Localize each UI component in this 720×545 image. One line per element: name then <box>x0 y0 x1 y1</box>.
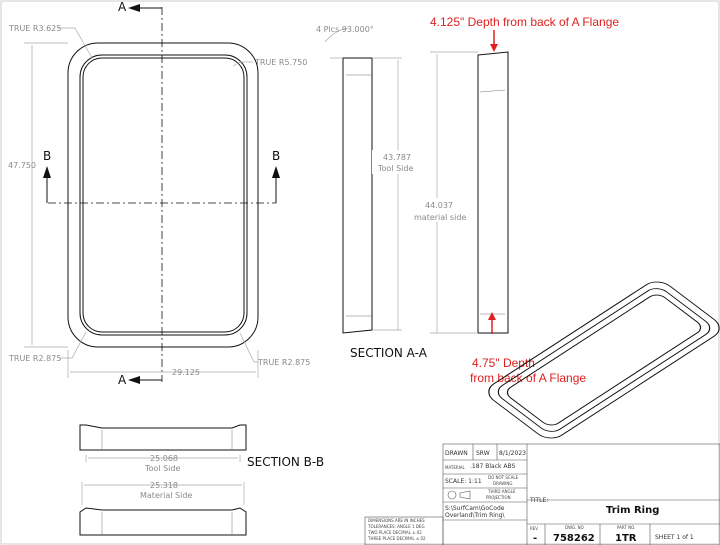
svg-text:REV: REV <box>530 526 538 531</box>
revision: - <box>533 533 537 544</box>
material-side-dimension: 44.037 <box>425 201 453 210</box>
drawn-label: DRAWN <box>445 450 468 457</box>
bb-material-side-label: Material Side <box>140 491 192 500</box>
svg-text:TWO PLACE DECIMAL ±.02: TWO PLACE DECIMAL ±.02 <box>367 530 422 535</box>
bb-tool-side-label: Tool Side <box>144 464 180 473</box>
section-a-arrow-bottom <box>128 376 140 384</box>
svg-text:THIRD ANGLE: THIRD ANGLE <box>487 489 516 494</box>
front-view: A A B B TRUE R3.625 TRUE R5.750 TRUE R2.… <box>8 0 310 387</box>
file-path-2: Overland\Trim Ring\ <box>445 512 506 519</box>
section-bb-view: 25.068 Tool Side SECTION B-B 25.318 Mate… <box>79 424 324 536</box>
bb-material-side-dimension: 25.318 <box>150 481 178 490</box>
section-b-arrow-right <box>272 166 280 178</box>
radius-top-left: TRUE R3.625 <box>8 24 61 33</box>
inner-outline <box>79 54 248 336</box>
section-a-label-bottom: A <box>118 373 127 387</box>
svg-text:TOLERANCES: ANGLE 1 DEG: TOLERANCES: ANGLE 1 DEG <box>367 524 425 529</box>
top-depth-arrow <box>490 44 498 52</box>
material: .187 Black ABS <box>470 463 516 470</box>
material-side-label: material side <box>414 213 466 222</box>
svg-text:PART NO.: PART NO. <box>617 525 635 530</box>
bb-tool-side-dimension: 25.068 <box>150 454 178 463</box>
title-block <box>364 443 720 545</box>
svg-text:DRAWING: DRAWING <box>493 481 512 486</box>
svg-text:THREE PLACE DECIMAL ±.02: THREE PLACE DECIMAL ±.02 <box>367 536 426 541</box>
part-number: 1TR <box>615 533 637 544</box>
top-depth-note: 4.125" Depth from back of A Flange <box>430 15 619 29</box>
section-b-arrow-left <box>43 166 51 178</box>
file-path-1: S:\SurfCam\GoCode <box>445 505 505 512</box>
title-label: TITLE: <box>529 497 548 504</box>
drawing-title: Trim Ring <box>606 505 659 516</box>
radius-top-right: TRUE R5.750 <box>254 58 307 67</box>
section-a-arrow-top <box>128 4 140 12</box>
bottom-depth-note-2: from back of A Flange <box>470 371 586 385</box>
title-block-text: DIMENSIONS ARE IN INCHES TOLERANCES: ANG… <box>367 450 694 544</box>
inner-lip <box>82 57 245 333</box>
tool-side-label: Tool Side <box>377 164 413 173</box>
section-bb-title: SECTION B-B <box>247 455 324 469</box>
drawn-date: 8/1/2023 <box>499 450 526 457</box>
drawing-number: 758262 <box>553 533 595 544</box>
svg-text:DIMENSIONS ARE IN INCHES: DIMENSIONS ARE IN INCHES <box>368 518 425 523</box>
outer-outline <box>67 42 259 348</box>
section-a-label-top: A <box>118 0 127 14</box>
section-aa-title: SECTION A-A <box>350 346 428 360</box>
svg-text:DO NOT SCALE: DO NOT SCALE <box>488 475 519 480</box>
height-dimension: 47.750 <box>8 161 36 170</box>
section-aa-view: 4 Plcs 93.000° 43.787 Tool Side 44.037 m… <box>316 15 619 385</box>
sheet-number: SHEET 1 of 1 <box>655 534 694 541</box>
section-b-label-left: B <box>43 149 51 163</box>
angle-note: 4 Plcs 93.000° <box>316 25 374 34</box>
width-dimension: 29.125 <box>172 368 200 377</box>
scale: SCALE: 1:11 <box>445 478 482 485</box>
material-label: MATERIAL <box>445 465 466 470</box>
drawn-by: SRW <box>476 450 490 457</box>
svg-text:PROJECTION: PROJECTION <box>486 495 511 500</box>
bottom-depth-arrow <box>488 312 496 320</box>
svg-text:DWG. NO: DWG. NO <box>565 525 584 530</box>
radius-bottom-right: TRUE R2.875 <box>257 358 310 367</box>
radius-bottom-left: TRUE R2.875 <box>8 354 61 363</box>
isometric-view <box>488 281 720 439</box>
section-b-label-right: B <box>272 149 280 163</box>
tool-side-dimension: 43.787 <box>383 153 411 162</box>
bottom-depth-note-1: 4.75" Depth <box>472 356 535 370</box>
